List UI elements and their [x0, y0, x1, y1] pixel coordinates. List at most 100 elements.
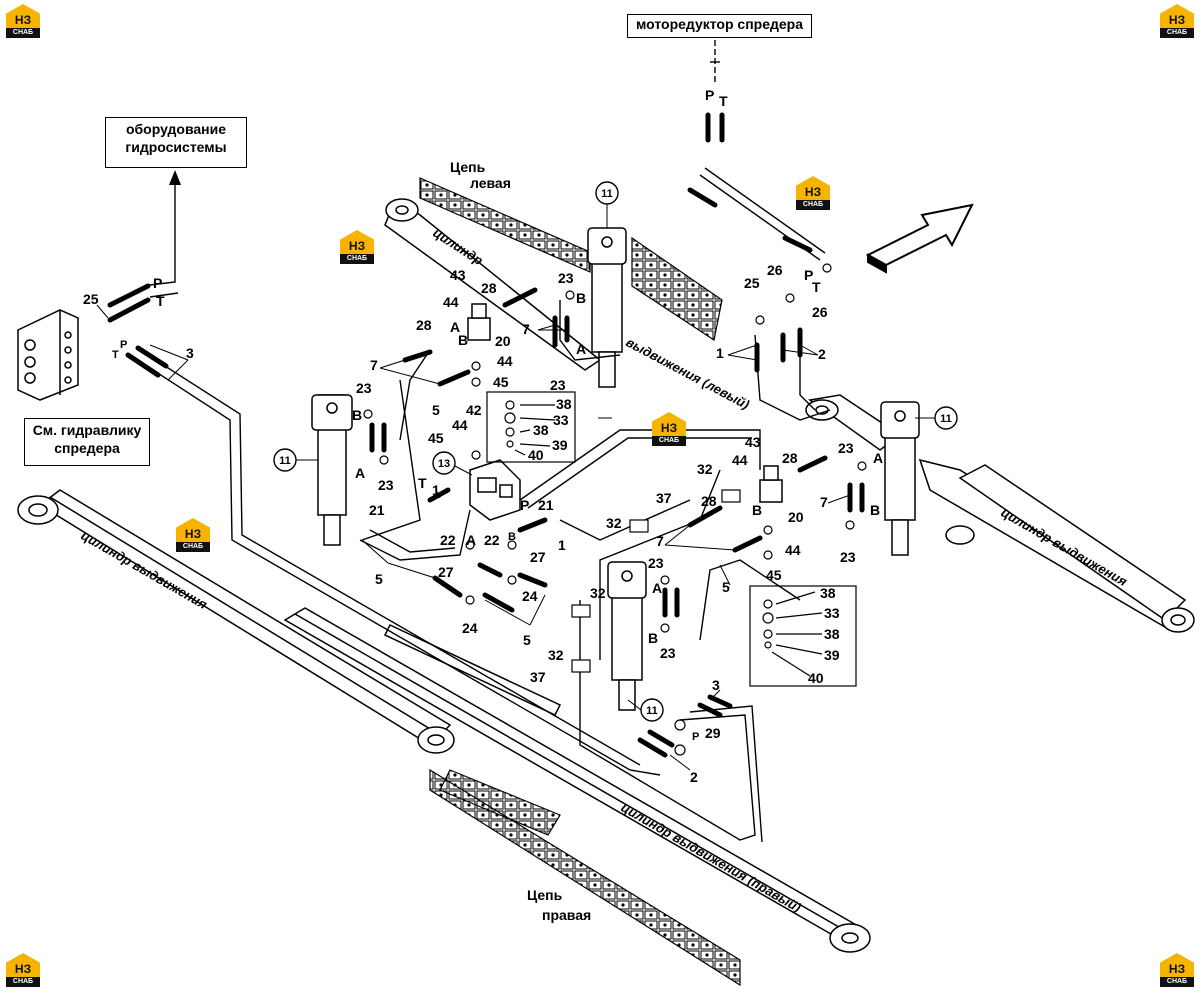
part-45: 45: [766, 567, 782, 583]
part-28: 28: [416, 317, 432, 333]
part-28: 28: [782, 450, 798, 466]
direction-arrow-icon: [865, 203, 974, 274]
svg-text:B: B: [648, 630, 658, 646]
part-42: 43: [450, 267, 466, 283]
part-28: 28: [481, 280, 497, 296]
part-28: 28: [701, 493, 717, 509]
part-2: 2: [818, 346, 826, 362]
part-44: 44: [452, 417, 468, 433]
svg-text:A: A: [466, 532, 476, 548]
lift-cylinder-1: [311, 394, 353, 546]
hydro-equipment-line2: гидросистемы: [125, 139, 227, 155]
svg-text:P: P: [120, 339, 127, 351]
svg-text:11: 11: [601, 188, 613, 200]
svg-text:A: A: [652, 580, 662, 596]
lift-cylinder-4: [880, 401, 920, 556]
part-20: 20: [495, 333, 511, 349]
cylinder-ext-right-long-label: цилиндр выдвижения (правый): [619, 800, 804, 916]
port-letters: P T P T P T A B B A B A T P A B A B B B …: [112, 87, 883, 743]
svg-text:B: B: [576, 290, 586, 306]
svg-text:13: 13: [438, 458, 450, 470]
svg-text:11: 11: [646, 705, 658, 717]
circled-callouts: 11 11 11 11 13: [273, 181, 958, 722]
chain-right: [429, 768, 741, 987]
part-45: 45: [493, 374, 509, 390]
part-32: 32: [606, 515, 622, 531]
part-32: 32: [548, 647, 564, 663]
cylinder-extension-right-long: [283, 607, 871, 953]
valve-block-left: [467, 303, 491, 341]
part-40: 40: [808, 670, 824, 686]
part-39: 39: [824, 647, 840, 663]
svg-text:B: B: [752, 502, 762, 518]
part-1: 1: [432, 482, 440, 498]
hydro-equipment-line1: оборудование: [125, 121, 227, 137]
part-32: 32: [590, 585, 606, 601]
part-7: 7: [370, 357, 378, 373]
hoses: [107, 112, 865, 758]
see-hydraulics-box: См. гидравлику спредера: [24, 418, 150, 466]
fittings: [363, 263, 867, 756]
callout-11-d: 11: [627, 698, 664, 722]
part-7: 7: [820, 494, 828, 510]
part-24: 24: [522, 588, 538, 604]
svg-text:P: P: [520, 497, 529, 513]
part-21: 21: [538, 497, 554, 513]
part-7: 7: [522, 321, 530, 337]
motor-reducer-box: моторедуктор спредера: [627, 14, 812, 38]
callout-13: 13: [432, 451, 473, 476]
cylinder-ext-right-side-label: цилиндр выдвижения: [999, 505, 1131, 590]
part-23: 23: [648, 555, 664, 571]
svg-text:P: P: [692, 731, 699, 743]
part-33: 33: [553, 412, 569, 428]
part-2: 2: [690, 769, 698, 785]
svg-text:T: T: [112, 349, 119, 361]
chain-left: [419, 177, 723, 341]
part-1: 1: [558, 537, 566, 553]
svg-text:P: P: [153, 275, 162, 291]
callout-11-a: 11: [595, 181, 619, 228]
arrow-to-hydro: [169, 170, 181, 185]
part-5: 5: [432, 402, 440, 418]
svg-text:T: T: [812, 279, 821, 295]
svg-text:T: T: [156, 293, 165, 309]
chain-right-label-1: Цепь: [527, 887, 563, 903]
part-33: 33: [824, 605, 840, 621]
svg-text:B: B: [508, 531, 516, 543]
leader-lines: [96, 304, 851, 771]
part-42: 43: [745, 434, 761, 450]
lift-cylinder-3: [607, 561, 647, 711]
part-23: 23: [378, 477, 394, 493]
lift-cylinder-2: [587, 227, 627, 388]
svg-text:B: B: [458, 332, 468, 348]
valve-block-center: [469, 459, 521, 521]
part-26: 25: [83, 291, 99, 307]
part-23: 23: [840, 549, 856, 565]
see-hydraulics-line2: спредера: [54, 440, 120, 456]
svg-text:T: T: [418, 475, 427, 491]
valve-block-right: [759, 465, 783, 503]
detail-box-2: [749, 585, 857, 687]
part-3: 3: [186, 345, 194, 361]
part-37: 37: [530, 669, 546, 685]
part-5: 5: [722, 579, 730, 595]
part-22: 22: [484, 532, 500, 548]
part-39: 39: [552, 437, 568, 453]
part-5: 5: [523, 632, 531, 648]
svg-text:A: A: [873, 450, 883, 466]
part-26: 26: [767, 262, 783, 278]
part-38: 38: [820, 585, 836, 601]
chain-left-label-1: Цепь: [450, 159, 486, 175]
part-26: 26: [812, 304, 828, 320]
part-21: 21: [369, 502, 385, 518]
detail-box-1: [486, 391, 576, 463]
part-29: 29: [705, 725, 721, 741]
part-44: 44: [497, 353, 513, 369]
see-hydraulics-line1: См. гидравлику: [32, 422, 142, 438]
